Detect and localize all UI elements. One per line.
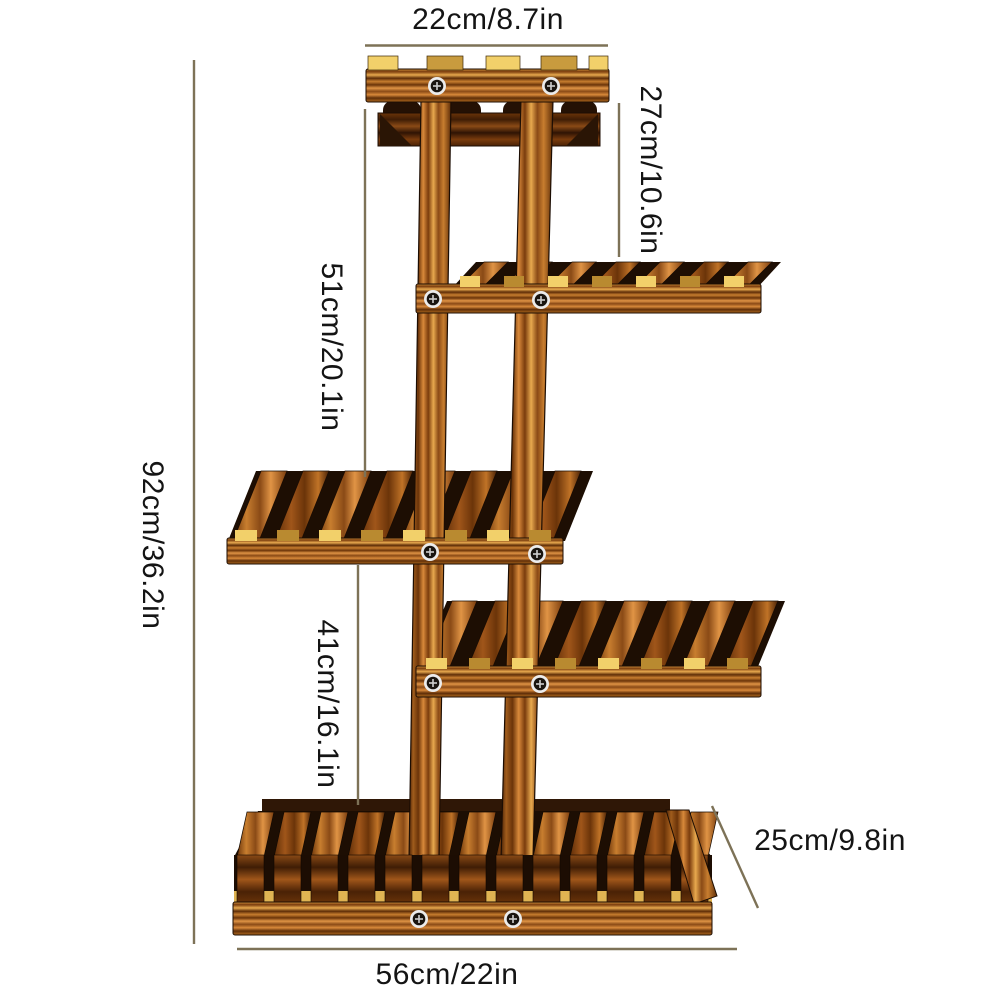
dim-label-shelf-depth: 25cm/9.8in: [754, 824, 906, 857]
dim-line-shelf-depth: [710, 805, 760, 909]
bottom-shelf-front: [232, 809, 718, 936]
dim-label-total-height: 92cm/36.2in: [136, 460, 169, 630]
dim-label-top-width: 22cm/8.7in: [412, 3, 564, 36]
dim-label-lower-height: 41cm/16.1in: [311, 619, 344, 789]
bottom-shelf-top: [234, 799, 719, 858]
dimension-lines: [192, 44, 760, 951]
top-shelf-back-structure: [377, 101, 601, 147]
dim-label-base-width: 56cm/22in: [375, 958, 519, 991]
dim-label-upper-height: 51cm/20.1in: [315, 262, 348, 432]
slat-end-tabs: [235, 55, 748, 669]
dim-label-top-tier-height: 27cm/10.6in: [634, 85, 667, 255]
shelf-slat-fields: [228, 261, 785, 670]
screw-heads: [410, 77, 560, 928]
